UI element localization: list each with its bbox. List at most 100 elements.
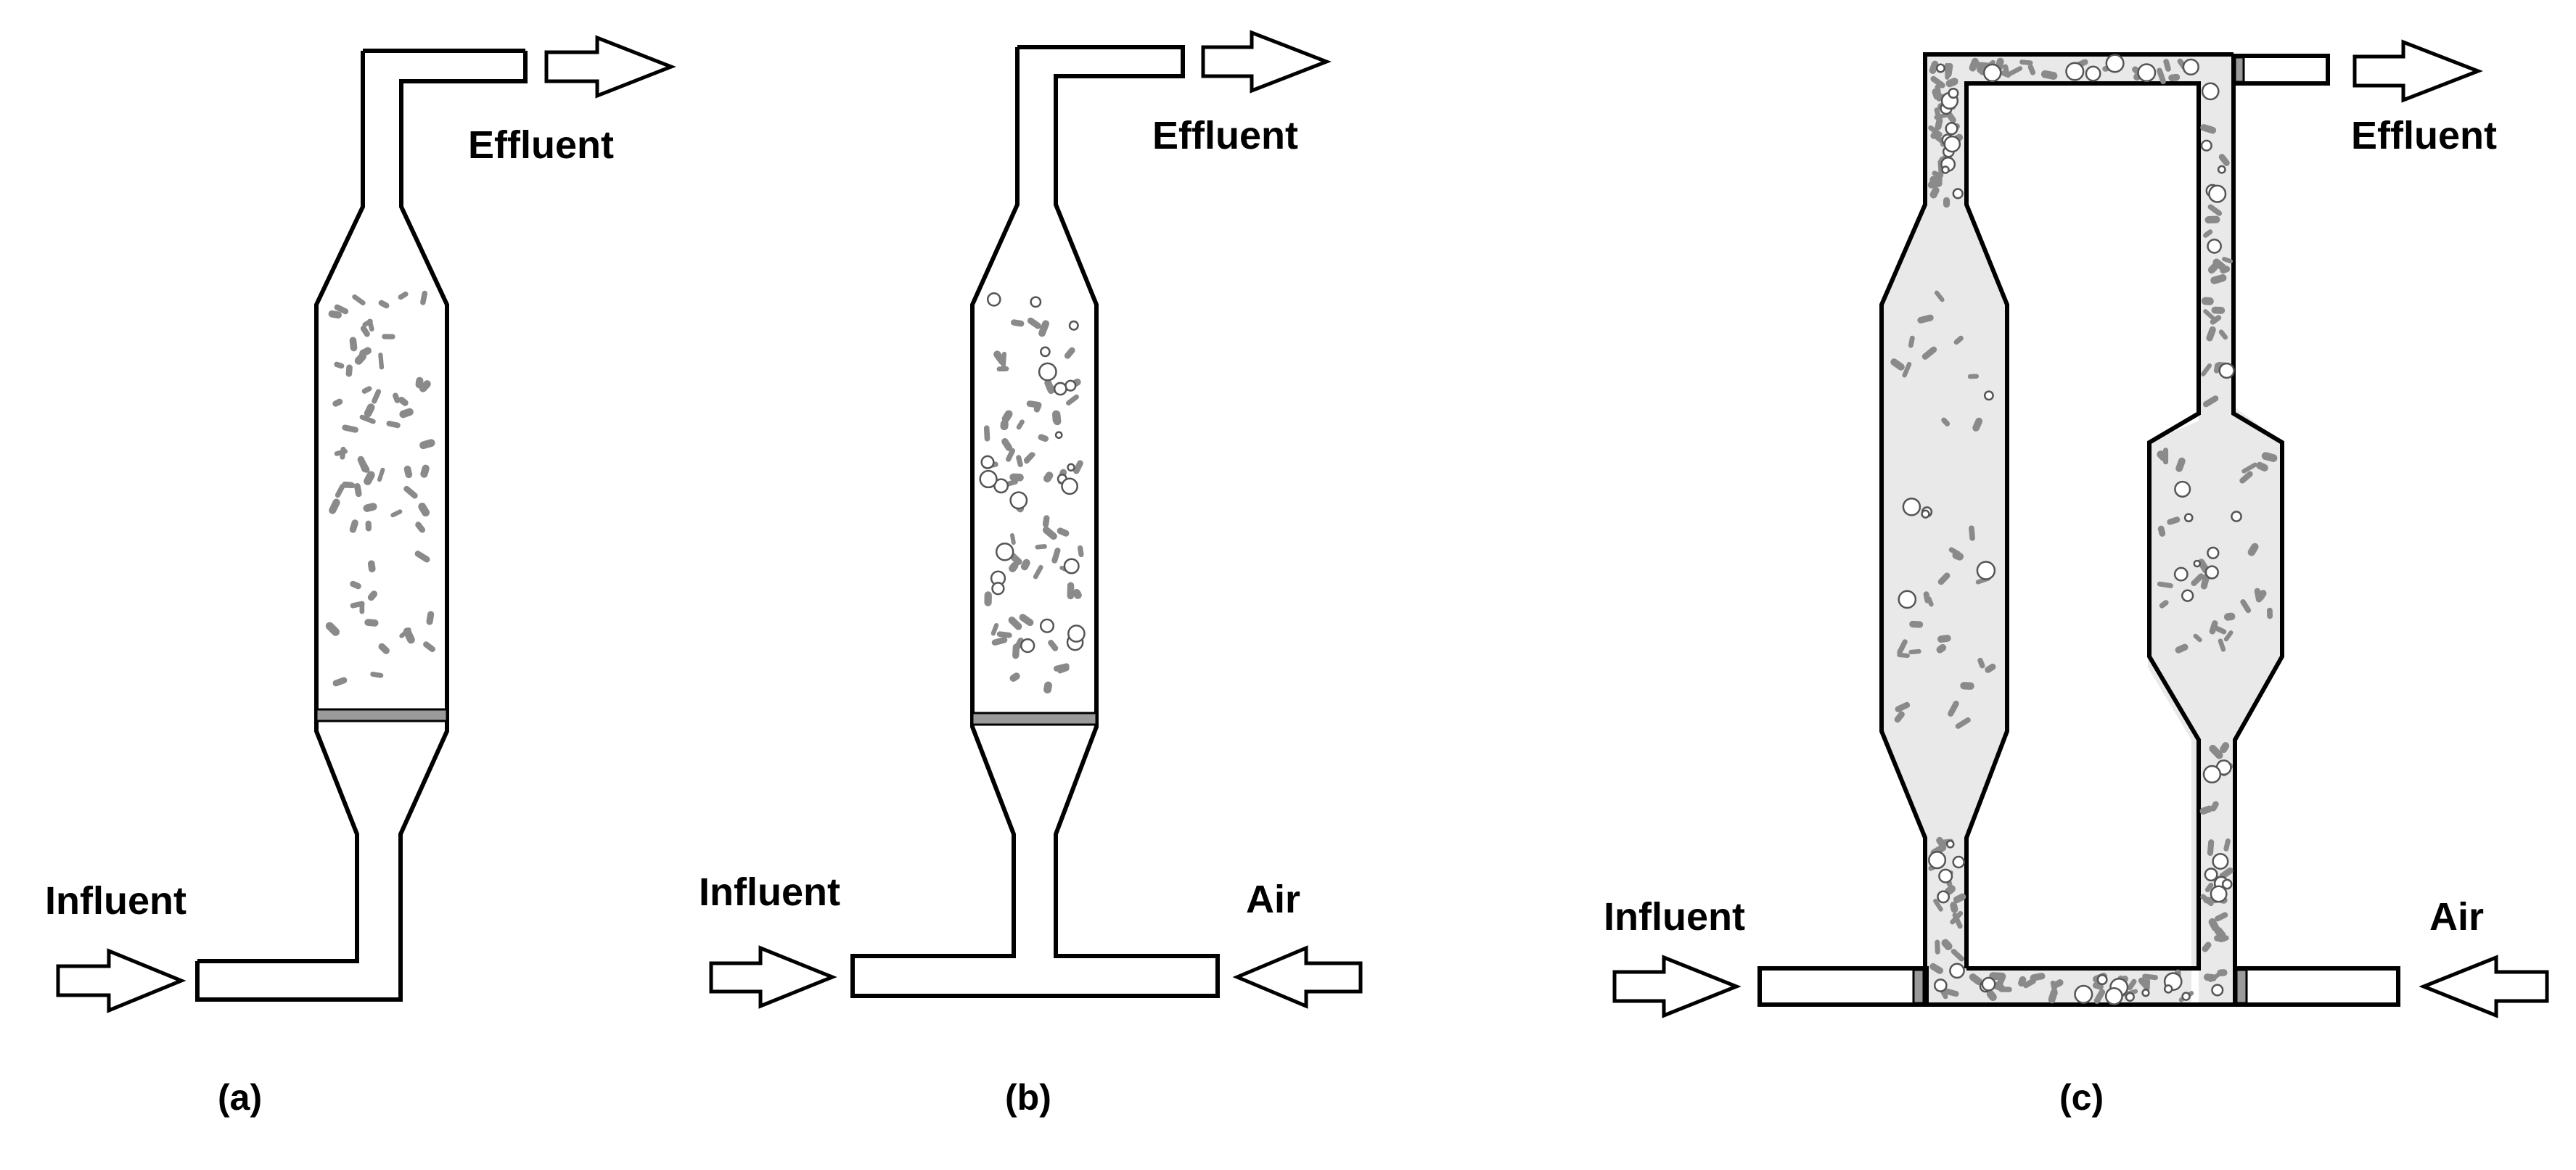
particle [419, 380, 431, 392]
particle [2212, 258, 2227, 271]
particle [1930, 129, 1940, 139]
bubble [1020, 638, 1035, 654]
particle [1969, 525, 1975, 541]
bubble [1976, 561, 1996, 580]
particle [1998, 986, 2012, 992]
bubble [2202, 765, 2222, 784]
bubble [2096, 974, 2108, 986]
particle [349, 337, 358, 352]
particle [1895, 701, 1911, 712]
influent-label-a: Influent [45, 879, 186, 923]
bubble [2141, 989, 2150, 997]
particle [415, 376, 424, 389]
particle [345, 364, 353, 377]
particle [1948, 547, 1961, 556]
particle [2202, 395, 2219, 408]
bubble [2105, 54, 2125, 73]
particle [399, 627, 411, 638]
particle [996, 366, 1009, 372]
particle [1016, 455, 1023, 468]
bubble [1054, 431, 1063, 440]
particle [1937, 635, 1951, 643]
particle [2193, 633, 2202, 643]
particle [1945, 78, 1958, 88]
bubble [2065, 62, 2085, 81]
particle [363, 503, 377, 512]
particle [378, 353, 385, 370]
caption-a: (a) [218, 1077, 262, 1118]
bubble [995, 542, 1014, 561]
particle [2247, 543, 2259, 556]
particle [340, 446, 346, 460]
particle [1960, 682, 1974, 690]
particle [334, 304, 349, 315]
particle [1048, 640, 1059, 651]
particle [1943, 197, 1951, 208]
particle [1923, 591, 1931, 603]
particle [984, 591, 992, 606]
particle [329, 498, 340, 514]
liquid-loop-c [1882, 54, 2234, 1005]
particle [2018, 976, 2027, 987]
particle [1921, 346, 1937, 360]
particle [2209, 620, 2218, 635]
particle [362, 318, 373, 327]
particle [1909, 620, 1924, 628]
bubble [2182, 58, 2199, 76]
particle [377, 467, 385, 482]
particle [1043, 681, 1052, 694]
particle [2163, 59, 2171, 72]
distributor-plate-b [971, 712, 1098, 726]
particle [1009, 561, 1019, 572]
reactor-a-right-wall [195, 49, 528, 1002]
particle [1932, 170, 1944, 178]
particle [2256, 461, 2268, 471]
particle [1969, 57, 1979, 72]
bubble [1898, 590, 1917, 609]
particle [2168, 73, 2181, 82]
particle [1967, 374, 1979, 379]
particle [1006, 448, 1016, 462]
bubble [2210, 885, 2228, 903]
particle [1977, 657, 1985, 669]
particle [1935, 117, 1943, 131]
particle [2208, 973, 2220, 983]
particle [1023, 452, 1035, 463]
reactor-b-left-wall [850, 45, 1220, 998]
bubble [1981, 976, 1996, 992]
bubble [1983, 390, 1994, 401]
bubble [991, 582, 1005, 596]
particle [1001, 437, 1013, 451]
particle [414, 551, 430, 563]
particle [2223, 838, 2231, 852]
air-arrow-b [1232, 945, 1363, 1009]
bubble [2200, 139, 2212, 152]
influent-pipe-c [1757, 966, 1929, 1007]
bubble [1945, 122, 1958, 136]
particle [2127, 979, 2137, 991]
particle [332, 677, 348, 687]
particle [2175, 457, 2186, 472]
influent-arrow-a [56, 948, 186, 1013]
particle [1043, 471, 1054, 483]
particle [1057, 527, 1070, 537]
particle [342, 424, 358, 433]
particle [1038, 320, 1050, 337]
particle-bed-a [325, 290, 435, 687]
bubble [1039, 618, 1055, 633]
particle [1989, 972, 2006, 981]
particle [1027, 317, 1041, 329]
reactor-c-outer-wall [1879, 52, 2234, 1005]
particle [2203, 309, 2217, 321]
particle [1001, 352, 1007, 368]
bubble [1952, 855, 1965, 869]
particle [2218, 154, 2230, 166]
particle [1009, 672, 1020, 682]
bubble [1921, 509, 1930, 519]
particle [1929, 176, 1939, 188]
particle [1985, 663, 1996, 673]
particle [2163, 448, 2169, 465]
particle [2220, 742, 2230, 754]
particle [420, 464, 430, 478]
particle [2207, 839, 2215, 856]
